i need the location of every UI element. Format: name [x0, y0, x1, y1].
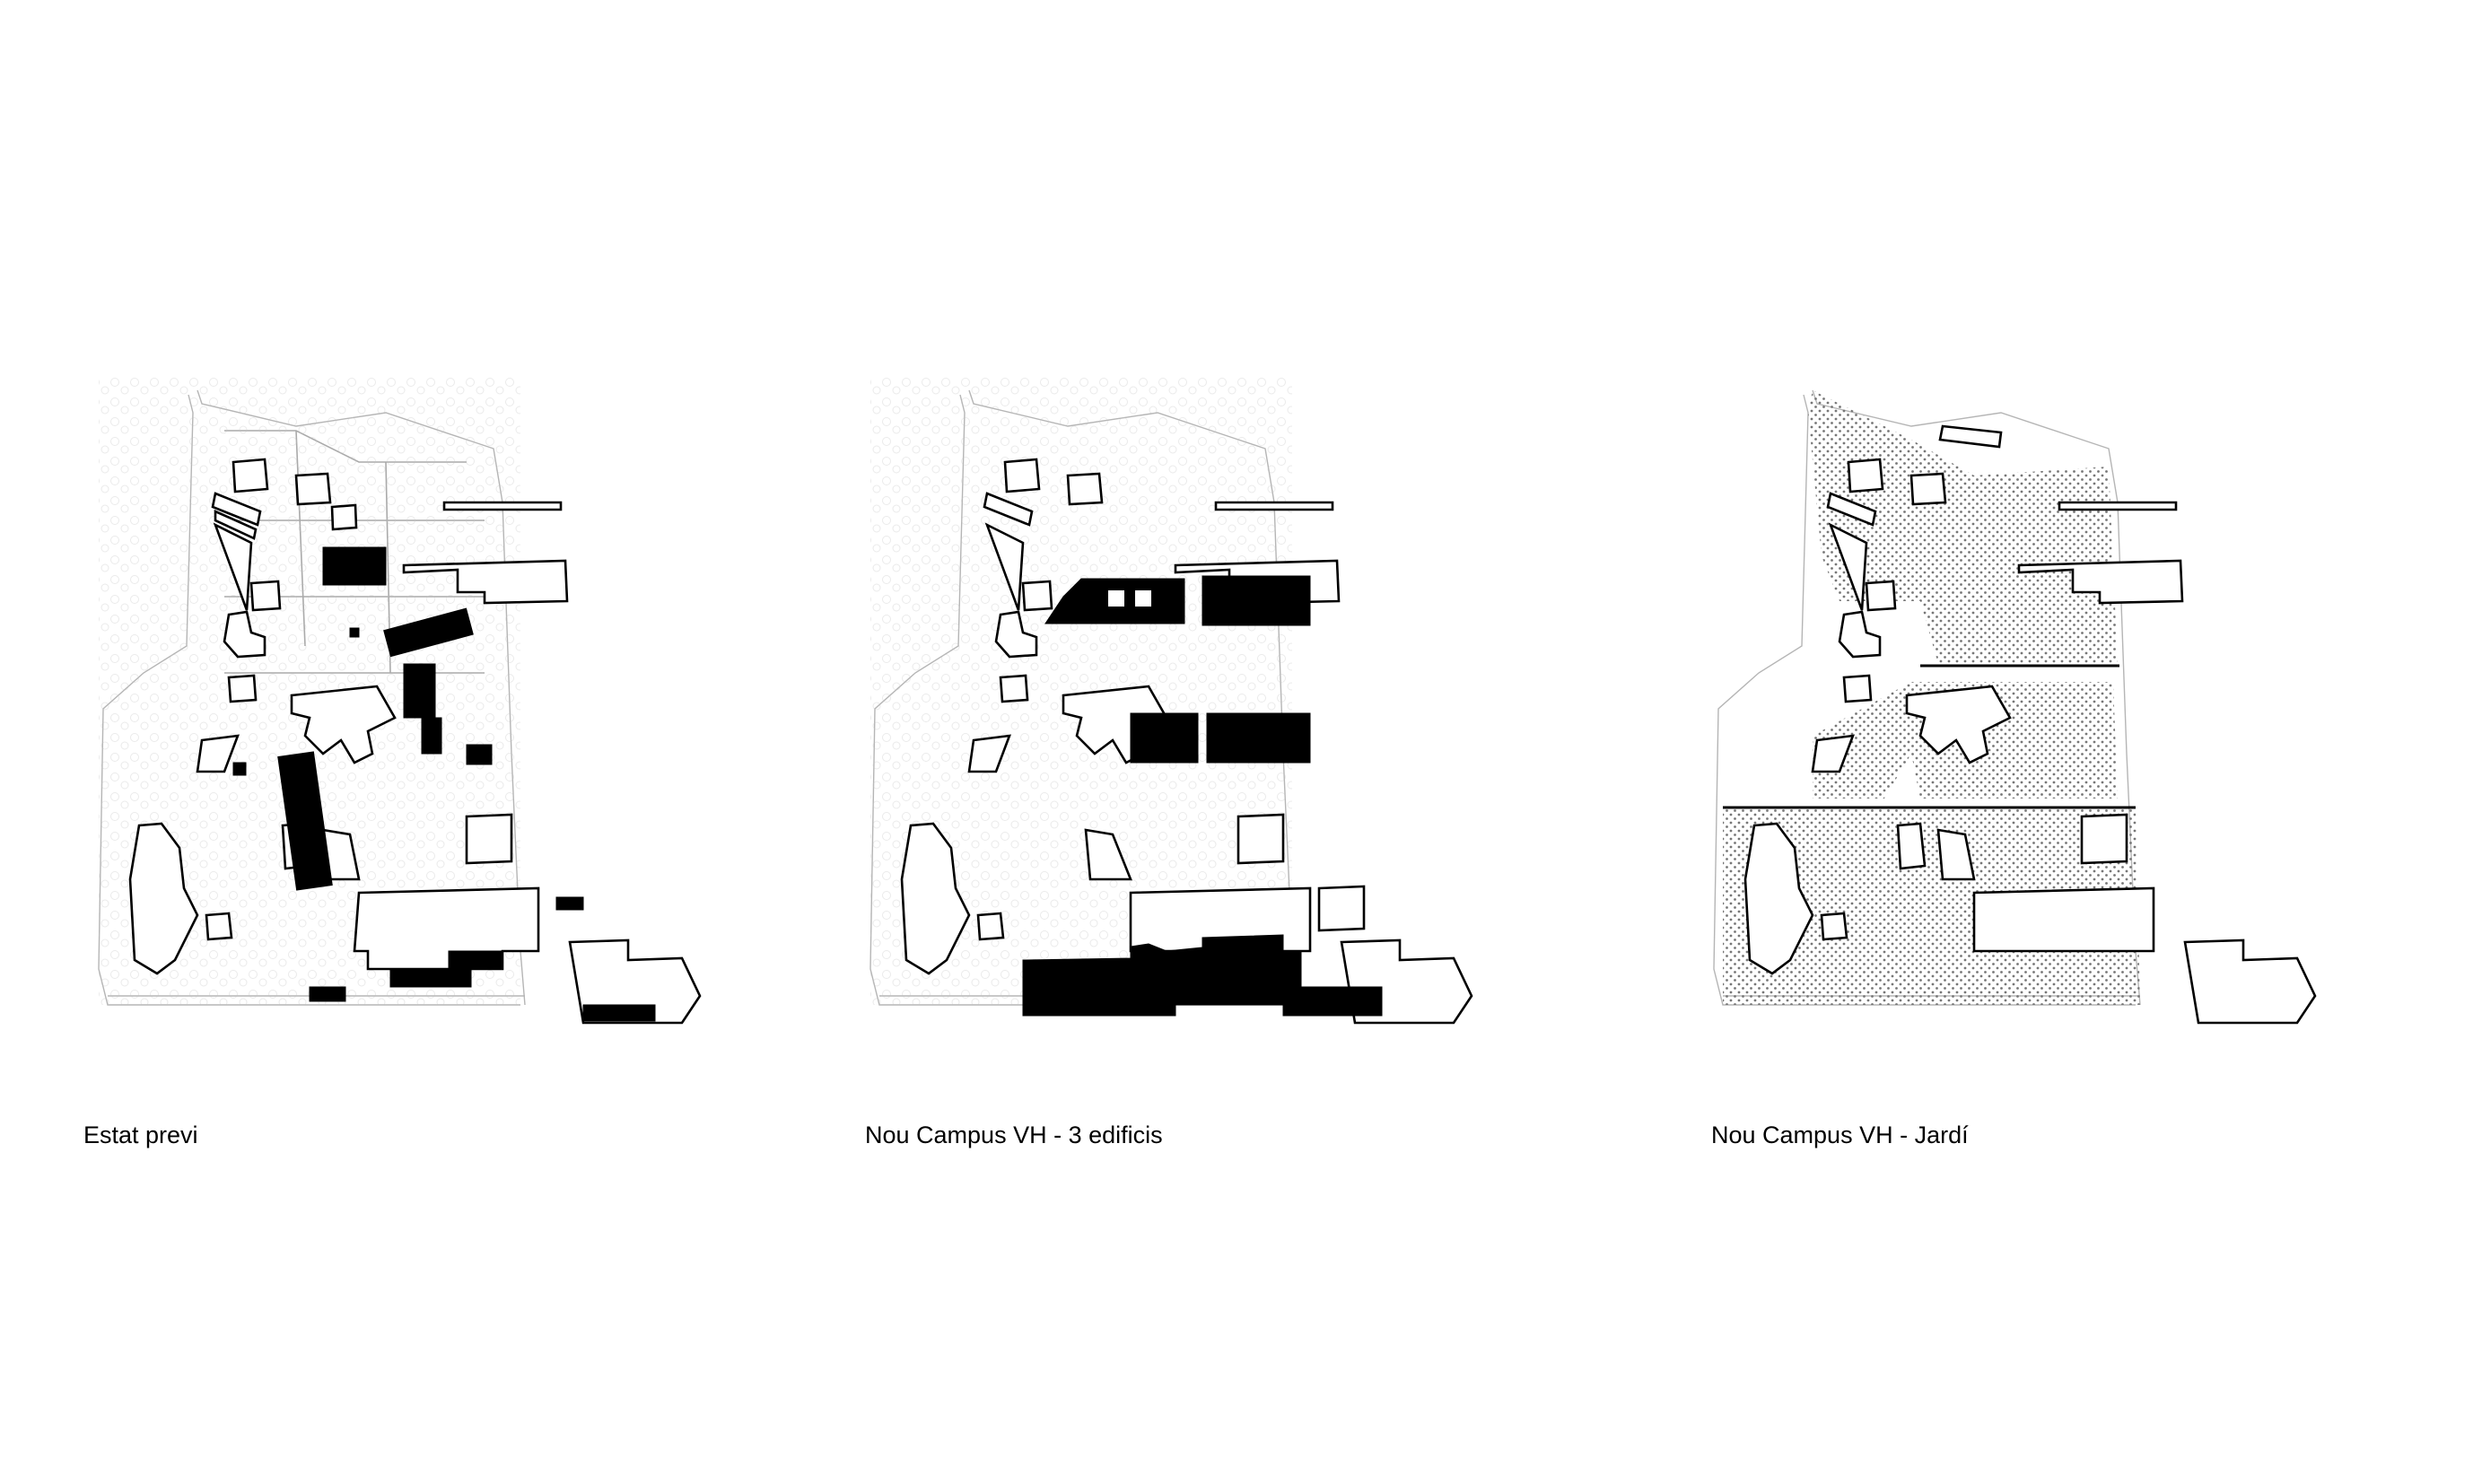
caption-existing: Estat previ	[83, 1122, 198, 1148]
existing-buildings-outline	[128, 458, 702, 1025]
site-plan-existing	[90, 377, 808, 1113]
site-plan-three-buildings-drawing	[869, 377, 1473, 1025]
caption-three-buildings: Nou Campus VH - 3 edificis	[865, 1122, 1163, 1148]
site-plan-three-buildings	[861, 377, 1579, 1113]
caption-garden: Nou Campus VH - Jardí	[1711, 1122, 1969, 1148]
site-plan-garden	[1705, 377, 2423, 1113]
site-plan-garden-drawing	[1713, 389, 2317, 1025]
garden-dividers	[1723, 664, 2136, 809]
demolished-buildings	[232, 546, 656, 1022]
retained-buildings	[1743, 424, 2317, 1025]
new-buildings	[1022, 575, 1383, 1017]
site-plan-existing-drawing	[98, 377, 702, 1025]
